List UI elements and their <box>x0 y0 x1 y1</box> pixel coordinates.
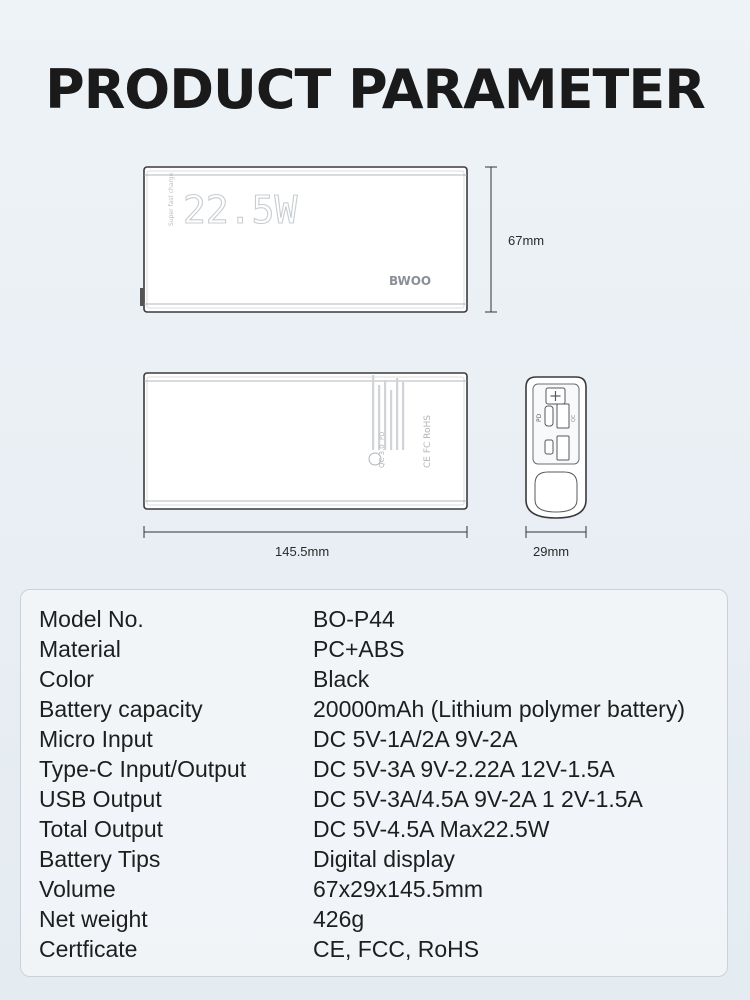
spec-label: Volume <box>39 876 116 902</box>
spec-label: Total Output <box>39 816 164 842</box>
side-qc-label: QC <box>571 414 577 422</box>
spec-value: DC 5V-4.5A Max22.5W <box>313 816 550 842</box>
spec-row: Type-C Input/Output DC 5V-3A 9V-2.22A 12… <box>39 754 719 784</box>
spec-value: CE, FCC, RoHS <box>313 936 480 962</box>
spec-row: Material PC+ABS <box>39 634 719 664</box>
spec-table: Model No. BO-P44 Material PC+ABS Color B… <box>20 589 728 977</box>
spec-value: DC 5V-3A/4.5A 9V-2A 1 2V-1.5A <box>313 786 643 812</box>
back-pd-label: PD <box>379 431 386 440</box>
back-cert-text: CE FC RoHS <box>423 415 433 468</box>
spec-row: Total Output DC 5V-4.5A Max22.5W <box>39 814 719 844</box>
spec-row: Battery Tips Digital display <box>39 844 719 874</box>
spec-row: Model No. BO-P44 <box>39 604 719 634</box>
spec-row: Battery capacity 20000mAh (Lithium polym… <box>39 694 719 724</box>
dimension-drawing-svg: 22.5W Super fast charge BWOO <box>140 166 587 538</box>
spec-value: 67x29x145.5mm <box>313 876 484 902</box>
back-qc-label: QC 3.0 <box>378 444 386 468</box>
spec-value: PC+ABS <box>313 636 405 662</box>
spec-row: Micro Input DC 5V-1A/2A 9V-2A <box>39 724 719 754</box>
spec-row: Net weight 426g <box>39 904 719 934</box>
spec-value: 426g <box>313 906 365 932</box>
spec-label: Model No. <box>39 606 144 632</box>
spec-value: Digital display <box>313 846 455 872</box>
thickness-dimension <box>525 526 587 538</box>
spec-label: Battery capacity <box>39 696 203 722</box>
front-view: 22.5W Super fast charge BWOO <box>140 166 468 313</box>
spec-value: BO-P44 <box>313 606 395 632</box>
spec-label: Type-C Input/Output <box>39 756 247 782</box>
page-title: PRODUCT PARAMETER <box>45 58 706 121</box>
spec-value: Black <box>313 666 370 692</box>
spec-value: 20000mAh (Lithium polymer battery) <box>313 696 685 722</box>
length-label: 145.5mm <box>275 544 330 559</box>
spec-label: Battery Tips <box>39 846 161 872</box>
spec-value: DC 5V-3A 9V-2.22A 12V-1.5A <box>313 756 615 782</box>
spec-label: USB Output <box>39 786 162 812</box>
height-dimension <box>485 166 497 313</box>
spec-label: Micro Input <box>39 726 153 752</box>
front-display-text: 22.5W <box>183 188 298 232</box>
height-label: 67mm <box>508 233 545 248</box>
side-view: PD QC <box>525 376 587 519</box>
spec-label: Net weight <box>39 906 148 932</box>
brand-logo: BWOO <box>389 274 431 288</box>
spec-label: Certficate <box>39 936 138 962</box>
length-dimension <box>143 526 468 538</box>
spec-label: Color <box>39 666 94 692</box>
front-small-text: Super fast charge <box>168 172 175 226</box>
thickness-label: 29mm <box>533 544 570 559</box>
spec-value: DC 5V-1A/2A 9V-2A <box>313 726 518 752</box>
spec-row: Volume 67x29x145.5mm <box>39 874 719 904</box>
side-pd-label: PD <box>536 413 543 422</box>
product-dimension-drawing: 22.5W Super fast charge BWOO <box>0 150 750 570</box>
spec-row: USB Output DC 5V-3A/4.5A 9V-2A 1 2V-1.5A <box>39 784 719 814</box>
spec-label: Material <box>39 636 121 662</box>
spec-row: Certficate CE, FCC, RoHS <box>39 934 719 964</box>
back-view: QC 3.0 PD CE FC RoHS <box>143 372 468 510</box>
spec-row: Color Black <box>39 664 719 694</box>
